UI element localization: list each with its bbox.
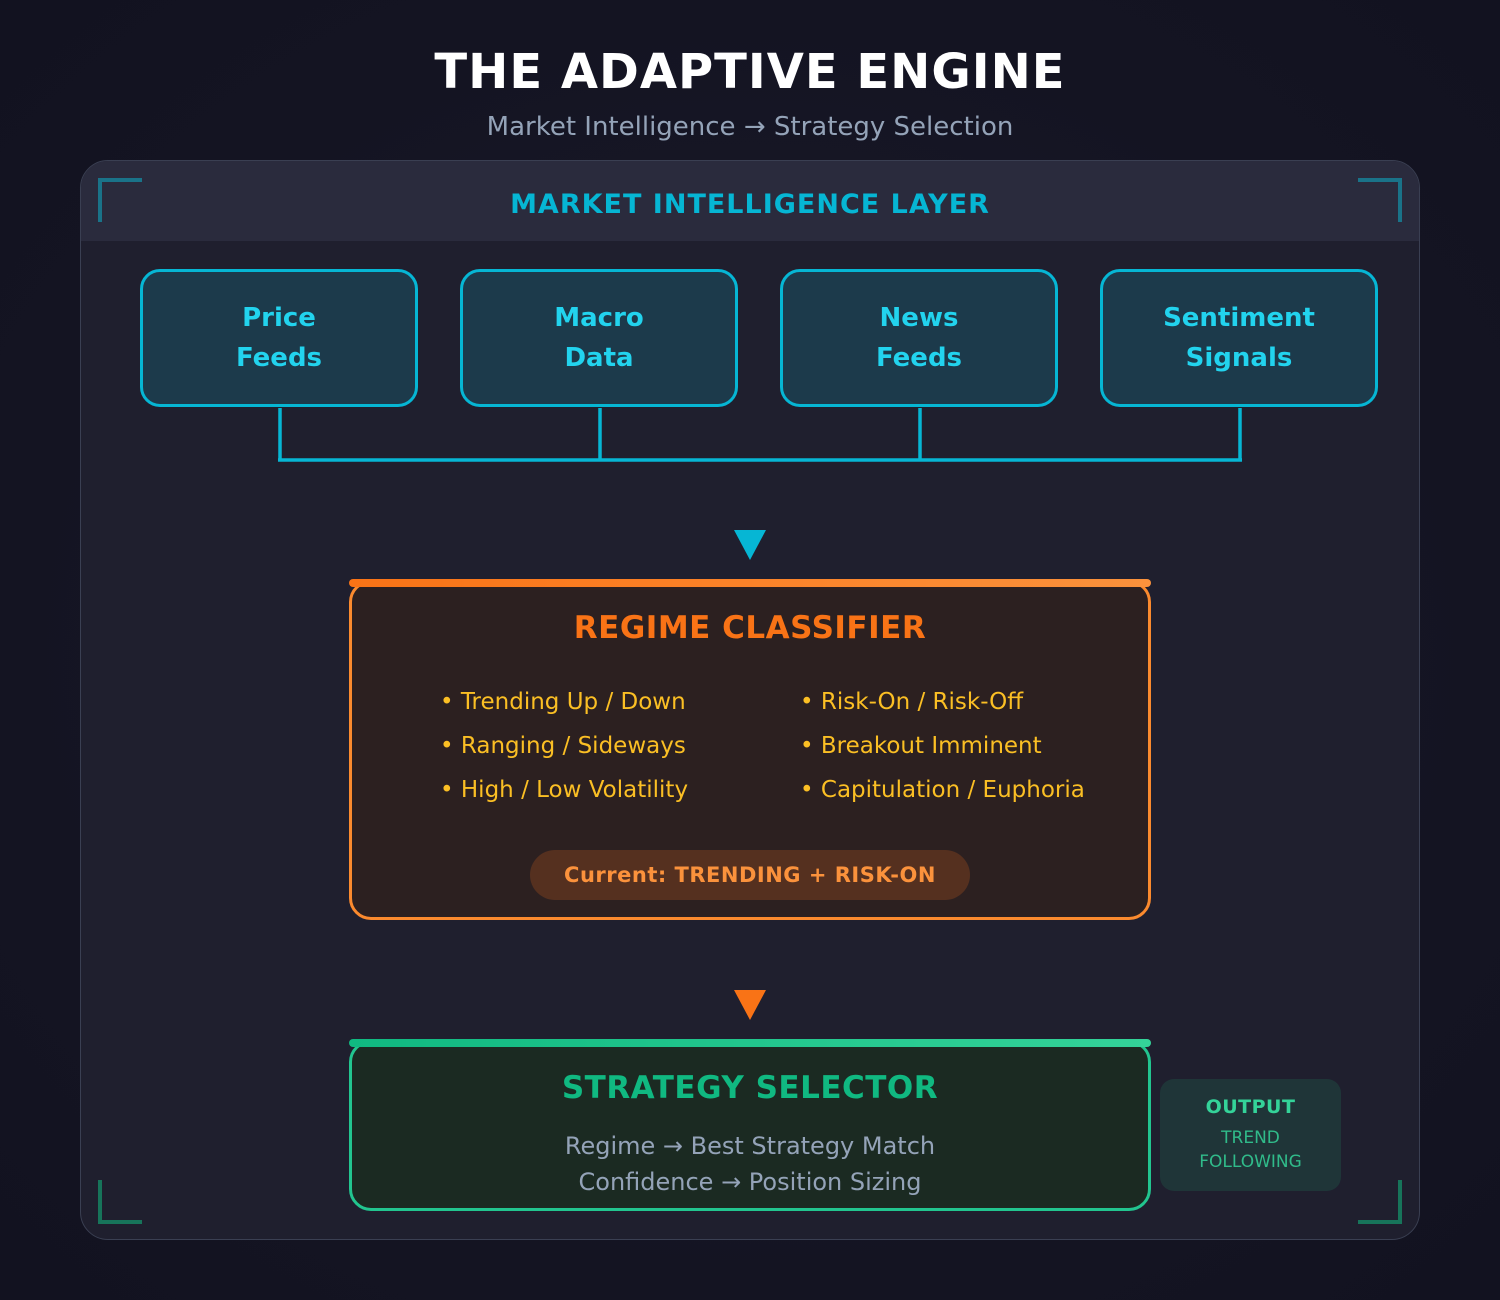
corner-bracket-bottom-right xyxy=(1358,1180,1402,1224)
source-sentiment-signals[interactable]: Sentiment Signals xyxy=(1100,269,1378,407)
regime-classifier-title: REGIME CLASSIFIER xyxy=(573,610,927,646)
regime-item: Trending Up / Down xyxy=(440,680,688,724)
source-label: Feeds xyxy=(875,343,963,373)
source-label: News xyxy=(879,303,959,333)
strategy-selector-accent-bar xyxy=(349,1039,1151,1047)
source-news-feeds[interactable]: News Feeds xyxy=(780,269,1058,407)
intelligence-layer-label: MARKET INTELLIGENCE LAYER xyxy=(510,189,990,220)
regime-item: Risk-On / Risk-Off xyxy=(800,680,1085,724)
arrow-down-icon xyxy=(734,990,766,1020)
output-label: OUTPUT xyxy=(1205,1096,1296,1118)
corner-bracket-top-left xyxy=(98,178,142,222)
source-label: Signals xyxy=(1185,343,1293,373)
page-subtitle: Market Intelligence → Strategy Selection xyxy=(486,112,1014,142)
intelligence-layer-header: MARKET INTELLIGENCE LAYER xyxy=(81,161,1419,241)
output-value: TREND FOLLOWING xyxy=(1199,1126,1302,1174)
source-macro-data[interactable]: Macro Data xyxy=(460,269,738,407)
page-title: THE ADAPTIVE ENGINE xyxy=(434,44,1066,100)
arrow-down-icon xyxy=(734,530,766,560)
corner-bracket-bottom-left xyxy=(98,1180,142,1224)
regime-item: Capitulation / Euphoria xyxy=(800,768,1085,812)
regime-item: Ranging / Sideways xyxy=(440,724,688,768)
source-label: Feeds xyxy=(235,343,323,373)
source-price-feeds[interactable]: Price Feeds xyxy=(140,269,418,407)
source-label: Sentiment xyxy=(1163,303,1315,333)
strategy-selector-box[interactable] xyxy=(349,1040,1151,1211)
output-card[interactable]: OUTPUT TREND FOLLOWING xyxy=(1160,1079,1341,1191)
strategy-selector-rule: Confidence → Position Sizing xyxy=(578,1168,922,1196)
source-label: Macro xyxy=(554,303,644,333)
strategy-selector-title: STRATEGY SELECTOR xyxy=(561,1070,939,1106)
regime-item: High / Low Volatility xyxy=(440,768,688,812)
source-label: Price xyxy=(242,303,316,333)
regime-item: Breakout Imminent xyxy=(800,724,1085,768)
output-value-line: FOLLOWING xyxy=(1199,1152,1302,1172)
current-regime-badge: Current: TRENDING + RISK-ON xyxy=(530,850,970,900)
regime-list-right: Risk-On / Risk-Off Breakout Imminent Cap… xyxy=(800,680,1085,812)
output-value-line: TREND xyxy=(1221,1128,1280,1148)
strategy-selector-rule: Regime → Best Strategy Match xyxy=(564,1132,936,1160)
corner-bracket-top-right xyxy=(1358,178,1402,222)
regime-classifier-accent-bar xyxy=(349,579,1151,587)
source-label: Data xyxy=(564,343,634,373)
regime-list-left: Trending Up / Down Ranging / Sideways Hi… xyxy=(440,680,688,812)
